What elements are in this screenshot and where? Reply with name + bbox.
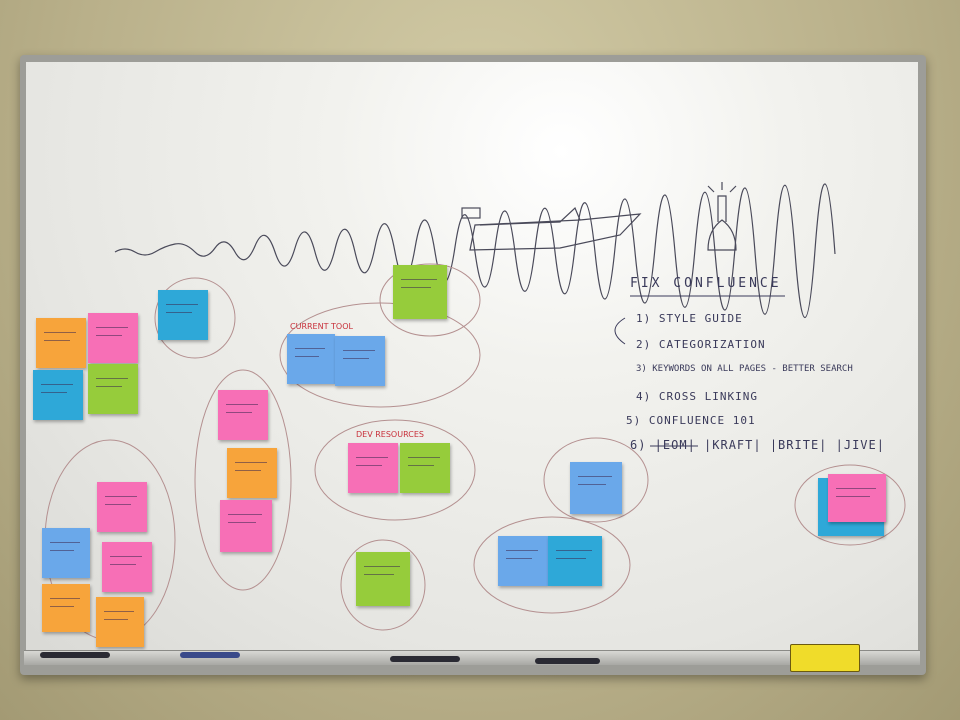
group-circle [379,263,481,337]
list-item-5: 5) CONFLUENCE 101 [626,414,756,427]
sticky-note[interactable] [287,334,335,384]
bracket [614,317,626,345]
whiteboard-eraser[interactable] [790,644,860,672]
list-heading: FIX CONFLUENCE [630,276,782,291]
sticky-note[interactable] [88,313,138,363]
group-circle [194,369,292,591]
sticky-note[interactable] [36,318,86,368]
marker[interactable] [535,658,600,664]
sticky-note[interactable] [42,528,90,578]
boat-cabin [479,206,581,226]
list-item-6: 6) |EOM| |KRAFT| |BRITE| |JIVE| [630,438,885,452]
sticky-note[interactable] [96,597,144,647]
sticky-note[interactable] [42,584,90,632]
sticky-note[interactable] [548,536,602,586]
group-circle [340,539,426,631]
sticky-note[interactable] [356,552,410,606]
list-item-4: 4) CROSS LINKING [636,390,758,403]
sticky-note[interactable] [498,536,548,586]
list-item-3: 3) KEYWORDS ON ALL PAGES - BETTER SEARCH [636,364,853,374]
sticky-note[interactable] [97,482,147,532]
marker-tray [24,650,920,665]
group-circle [473,516,631,614]
boat-motor [461,207,481,219]
sticky-note[interactable] [828,474,886,522]
sticky-note[interactable] [102,542,152,592]
wave-line [114,183,836,319]
whiteboard [26,62,918,658]
sticky-note[interactable] [348,443,398,493]
label-dev-resources: DEV RESOURCES [356,430,424,439]
sticky-note[interactable] [88,364,138,414]
sticky-note[interactable] [570,462,622,514]
marker[interactable] [180,652,240,658]
group-circle [543,437,649,523]
group-circle [314,419,476,521]
sticky-note[interactable] [393,265,447,319]
group-circle [794,464,906,546]
sticky-note[interactable] [218,390,268,440]
label-current-tool: CURRENT TOOL [290,322,353,331]
marker[interactable] [40,652,110,658]
sticky-note[interactable] [400,443,450,493]
buoy [707,195,737,251]
marker[interactable] [390,656,460,662]
sticky-note[interactable] [220,500,272,552]
list-item-2: 2) CATEGORIZATION [636,338,766,351]
group-circle [154,277,236,359]
boat-hull [469,213,642,251]
buoy-light [707,182,737,193]
list-item-1: 1) STYLE GUIDE [636,312,743,325]
sticky-note[interactable] [335,336,385,386]
sticky-note[interactable] [33,370,83,420]
sticky-note[interactable] [158,290,208,340]
sticky-note[interactable] [227,448,277,498]
